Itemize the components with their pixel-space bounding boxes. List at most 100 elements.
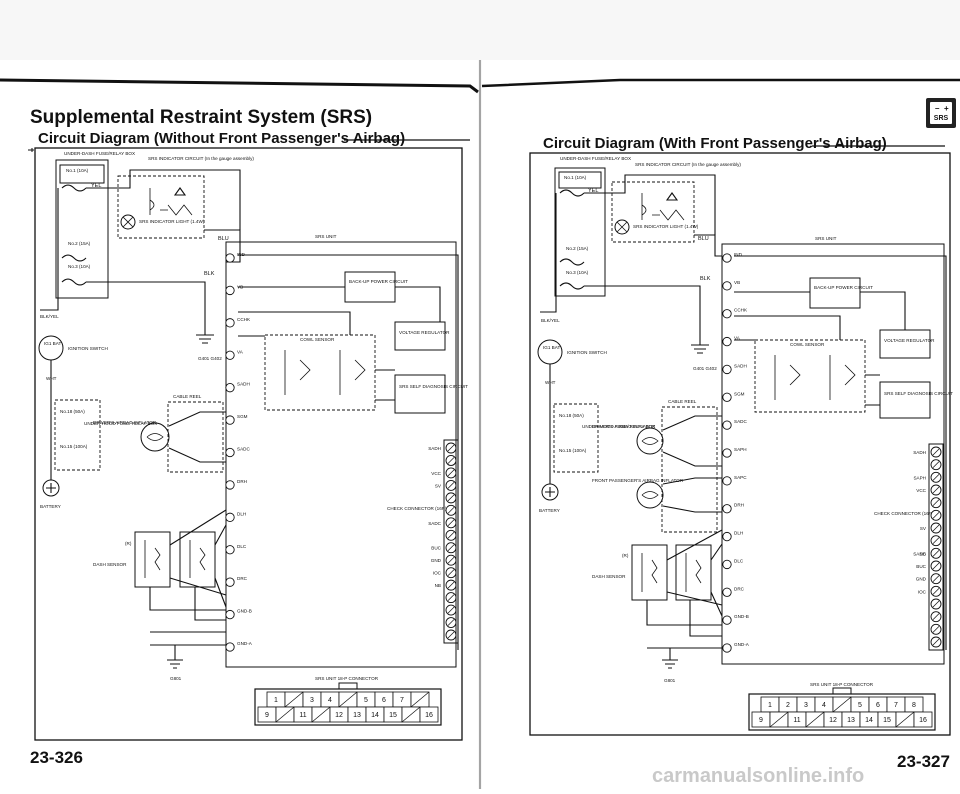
right-check-signal-8: NB [920, 551, 926, 556]
wire-dash-sensors [169, 509, 227, 608]
left-check-signal-3: SADC [428, 521, 441, 526]
r-srs-unit-label: SRS UNIT [815, 236, 837, 241]
r-ground-g401-label: G401 G402 [693, 366, 717, 371]
left-connector-empty-1-1 [275, 706, 295, 723]
underdash-box-label: UNDER-DASH FUSE/RELAY BOX [64, 151, 135, 156]
right-pin-label-5: SGM [734, 391, 745, 396]
right-pin-14 [722, 643, 732, 653]
r-fuse-2-symbol [559, 258, 585, 266]
r-wire-vb [734, 291, 906, 330]
fuse-3-label: No.3 (10A) [68, 264, 91, 269]
right-check-pin-mark-2 [932, 474, 940, 481]
r-indicator-circuit-label: SRS INDICATOR CIRCUIT (In the gauge asse… [635, 162, 741, 167]
left-pin-label-10: DRC [237, 576, 248, 581]
r-dash-sensor-l-box [675, 544, 712, 601]
left-pin-0 [225, 253, 235, 263]
left-top-rule [0, 78, 479, 94]
ignition-switch-label: IGNITION SWITCH [68, 346, 108, 351]
right-diagram-frame [529, 152, 951, 736]
wire-blk-label: BLK [204, 271, 215, 277]
right-top-rule [481, 78, 960, 88]
left-connector-num-1-4: 12 [335, 712, 343, 719]
svg-text:+: + [944, 104, 949, 113]
r-ground-g801-label: G801 [664, 678, 676, 683]
right-pin-label-0: IND [734, 252, 743, 257]
right-pin-label-14: GND-A [734, 642, 750, 647]
fuse-1-symbol [61, 184, 87, 192]
r-wire-blkyel-label: BLK/YEL [541, 318, 560, 323]
left-check-pin-mark-5 [447, 507, 455, 514]
r-wire-blu-label: BLU [698, 236, 709, 242]
r-passenger-airbag-icon [636, 481, 664, 509]
cowl-sensor-box [264, 334, 376, 411]
wire-bus-left [40, 188, 59, 311]
r-ground-g401-symbol [691, 300, 709, 354]
ground-g801-label: G801 [170, 676, 182, 681]
left-pin-1 [225, 285, 235, 296]
left-connector-num-0-3: 4 [328, 697, 332, 704]
left-pin-label-5: SGM [237, 414, 248, 419]
indicator-lamp-icon [120, 214, 136, 230]
watermark: carmanualsonline.info [652, 765, 864, 787]
r-underhood-fuse-box [553, 403, 599, 473]
left-pin-8 [225, 512, 235, 522]
r-dash-sensor-r-label: (R) [622, 553, 629, 558]
right-check-signal-5: BUC [916, 564, 926, 569]
srs-section-badge: SRS – + [926, 98, 956, 128]
right-pin-label-8: SAPC [734, 475, 747, 480]
right-check-pin-mark-1 [932, 461, 940, 468]
right-check-frame [928, 443, 944, 651]
right-pin-label-11: DLC [734, 558, 744, 563]
left-check-signal-0: SADH [428, 446, 441, 451]
left-pin-label-6: SADC [237, 447, 250, 452]
r-wire-yel-label: YEL [588, 188, 598, 194]
r-indicator-zigzag [652, 209, 685, 221]
r-battery-label: BATTERY [539, 508, 560, 513]
right-pin-label-7: SAPH [734, 447, 747, 452]
left-pin-9 [225, 545, 235, 555]
left-srs-pins: INDVBCCHKVASADHSGMSADCDRHDLHDLCDRCGND-BG… [225, 252, 253, 652]
r-cable-reel-label: CABLE REEL [668, 399, 697, 404]
right-check-signal-7: IOC [918, 589, 927, 594]
r-voltage-regulator-label: VOLTAGE REGULATOR [884, 338, 935, 343]
dash-sensor-internals [144, 540, 206, 578]
check-connector-label: CHECK CONNECTOR (16P) [387, 506, 447, 511]
left-check-signal-4: BUC [431, 546, 441, 551]
right-check-pin-mark-13 [932, 613, 940, 620]
r-indicator-circuit-box [611, 181, 695, 243]
r-wire-blk-label: BLK [700, 276, 711, 282]
underdash-fuse-box [55, 159, 109, 299]
right-check-pin-mark-15 [932, 638, 940, 646]
right-connector-num-1-7: 15 [883, 717, 891, 724]
r-fuse-3-label: No.3 (10A) [566, 270, 589, 275]
right-pin-label-1: VB [734, 280, 740, 285]
right-connector-num-0-6: 6 [876, 702, 880, 709]
right-pin-label-13: GND-B [734, 614, 749, 619]
left-pin-label-12: GND-A [237, 641, 253, 646]
left-check-pin-mark-12 [447, 594, 455, 601]
right-check-pin-mark-3 [932, 486, 940, 494]
right-connector-num-0-3: 4 [822, 702, 826, 709]
right-connector-num-0-8: 8 [912, 702, 916, 709]
right-check-pin-mark-14 [932, 626, 940, 633]
wire-blkyel-label: BLK/YEL [40, 314, 59, 319]
right-check-pin-mark-4 [932, 499, 940, 506]
fuse-1-label: No.1 (10A) [66, 168, 89, 173]
left-check-pin-mark-10 [447, 569, 455, 576]
self-diagnosis-box [394, 374, 446, 414]
indicator-circuit-label: SRS INDICATOR CIRCUIT (In the gauge asse… [148, 156, 254, 161]
right-pin-7 [722, 448, 732, 458]
r-passenger-airbag-label: FRONT PASSENGER'S AIRBAG INFLATOR [592, 478, 684, 483]
r-cowl-sensor-internals [774, 355, 856, 400]
right-pin-6 [722, 420, 732, 430]
right-check-pin-mark-9 [932, 562, 940, 570]
right-check-signal-1: SAPH [913, 475, 926, 480]
r-wire-airbags [662, 415, 722, 513]
right-connector-num-1-6: 14 [865, 717, 873, 724]
underhood-label: UNDER-HOOD FUSE/ RELAY BOX [84, 421, 157, 426]
right-check-pin-mark-6 [932, 524, 940, 532]
srs-badge-label: SRS [934, 115, 949, 122]
left-pin-label-4: SADH [237, 382, 250, 387]
left-check-signal-1: VCC [431, 471, 441, 476]
